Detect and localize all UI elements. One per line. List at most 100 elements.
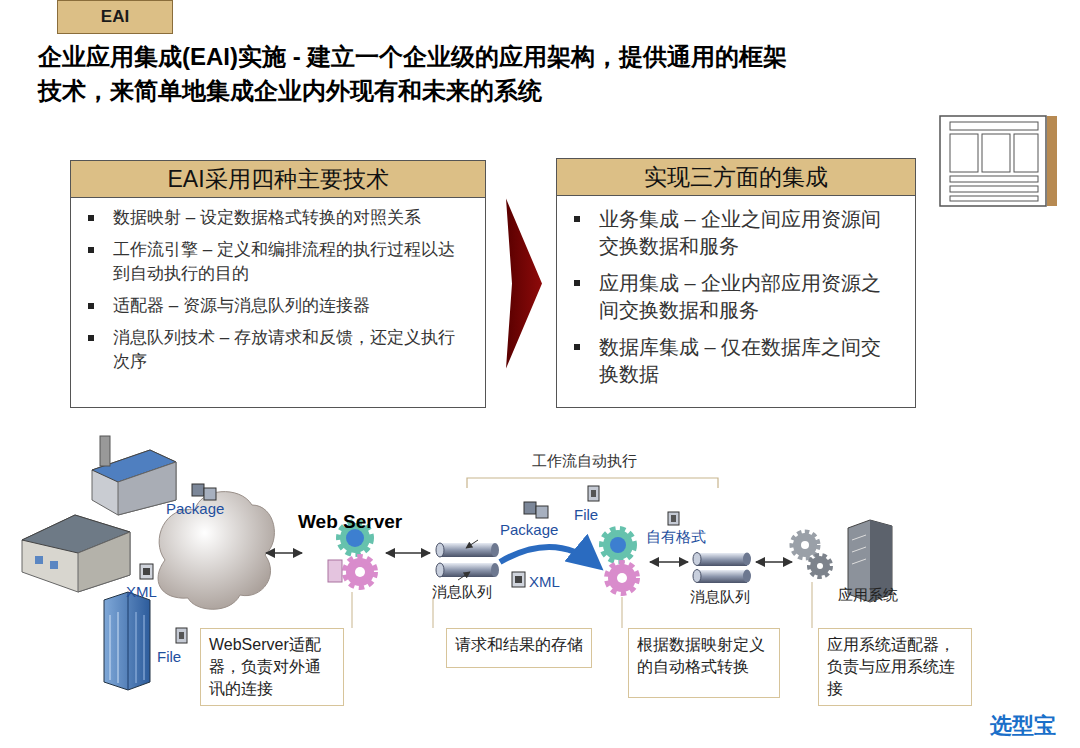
page-icon [1047, 116, 1057, 206]
app-adapter-gears [817, 563, 823, 569]
web-server-gears [355, 567, 365, 577]
message-queue [491, 563, 499, 577]
file-icon [671, 515, 676, 522]
diagram-label: XML [529, 573, 560, 591]
watermark: 选型宝 [990, 717, 1056, 735]
web-server-gears [328, 523, 374, 586]
page-icon [950, 122, 1038, 130]
application-server [852, 547, 866, 552]
office-building [22, 515, 130, 592]
web-server-gears [346, 529, 364, 547]
file-icon [591, 490, 596, 497]
web-server-gears [346, 558, 374, 586]
message-queue [697, 570, 747, 583]
message-queue [466, 540, 478, 548]
diagram-label: Package [500, 521, 558, 539]
file-icon [176, 486, 679, 643]
factory-building [100, 436, 110, 466]
bullet-item: 适配器 – 资源与消息队列的连接器 [71, 294, 485, 318]
bullet-item: 消息队列技术 – 存放请求和反馈，还定义执行次序 [71, 326, 485, 374]
office-building [50, 561, 58, 569]
panel-heading: EAI采用四种主要技术 [71, 161, 485, 198]
page-icon [950, 186, 1038, 192]
tower-building [128, 592, 129, 690]
diagram-label: 消息队列 [690, 588, 750, 606]
node-text: 请求和结果的存储 [455, 634, 583, 656]
xml-icon [140, 564, 153, 579]
double-arrow [650, 561, 688, 563]
page-icon [950, 196, 1038, 201]
office-building [22, 515, 130, 592]
leader-line [352, 582, 812, 628]
leader-line [622, 597, 623, 628]
xml-icon [515, 576, 522, 583]
app-adapter-gears [793, 533, 830, 576]
message-queue [693, 553, 751, 584]
page-icon [940, 116, 1046, 206]
tower-building [104, 592, 150, 690]
diagram-label: File [574, 506, 598, 524]
page-icon [950, 176, 1038, 182]
page-icon [982, 134, 1010, 172]
factory-building [92, 436, 176, 515]
package-icon [536, 506, 548, 518]
format-conversion-gears [608, 564, 636, 592]
node-text: 根据数据映射定义的自动格式转换 [637, 634, 771, 678]
xml-icon [143, 568, 150, 575]
diagram-label: File [157, 648, 181, 666]
package-icon [204, 488, 216, 500]
page-icon [950, 134, 978, 172]
node-text: 应用系统适配器，负责与应用系统连接 [827, 634, 963, 700]
double-arrow [266, 552, 302, 554]
application-server [852, 535, 866, 540]
diagram-label: 应用系统 [838, 586, 898, 604]
message-queue [458, 572, 470, 580]
tower-building [110, 615, 111, 680]
package-icon [524, 502, 536, 514]
app-adapter-gears [793, 533, 817, 557]
file-icon [588, 486, 599, 501]
diagram-label: Package [166, 500, 224, 518]
app-adapter-gears [810, 556, 830, 576]
bullet-item: 数据库集成 – 仅在数据库之间交换数据 [557, 334, 915, 388]
message-queue [693, 553, 701, 566]
diagram-label: XML [126, 583, 157, 601]
double-arrow [386, 552, 430, 554]
format-conversion-gears [617, 573, 627, 583]
leader-line [433, 598, 434, 628]
message-queue [743, 553, 751, 566]
flow-arrow [506, 199, 542, 369]
message-queue [697, 553, 747, 566]
callout-box: WebServer适配器，负责对外通讯的连接 [200, 628, 344, 706]
tower-building [144, 615, 145, 680]
page-title: 企业应用集成(EAI)实施 - 建立一个企业级的应用架构，提供通用的框架技术，来… [38, 40, 798, 108]
tower-building [104, 592, 150, 690]
diagram-label: 自有格式 [646, 528, 706, 546]
leader-line [352, 592, 353, 628]
message-queue [440, 543, 495, 557]
message-queue [440, 563, 495, 577]
diagram-label: Web Server [298, 513, 402, 531]
format-conversion-gears [610, 537, 626, 553]
conversion-arrow [500, 547, 598, 566]
message-queue [491, 543, 499, 557]
message-queue [436, 563, 444, 577]
internet-cloud [158, 492, 274, 610]
message-queue [436, 540, 499, 580]
double-arrow [756, 561, 792, 563]
message-queue [743, 570, 751, 583]
bullet-item: 数据映射 – 设定数据格式转换的对照关系 [71, 206, 485, 230]
leader-line [812, 582, 813, 628]
format-conversion-gears [603, 530, 633, 560]
office-building [78, 532, 130, 592]
app-adapter-gears [801, 541, 809, 549]
tower-building [136, 612, 137, 683]
page-icon [1014, 134, 1038, 172]
bullet-item: 工作流引擎 – 定义和编排流程的执行过程以达到自动执行的目的 [71, 238, 485, 286]
message-queue [693, 570, 701, 583]
diagram-label: 工作流自动执行 [532, 452, 637, 470]
package-icon [192, 484, 204, 496]
file-icon [668, 512, 679, 525]
